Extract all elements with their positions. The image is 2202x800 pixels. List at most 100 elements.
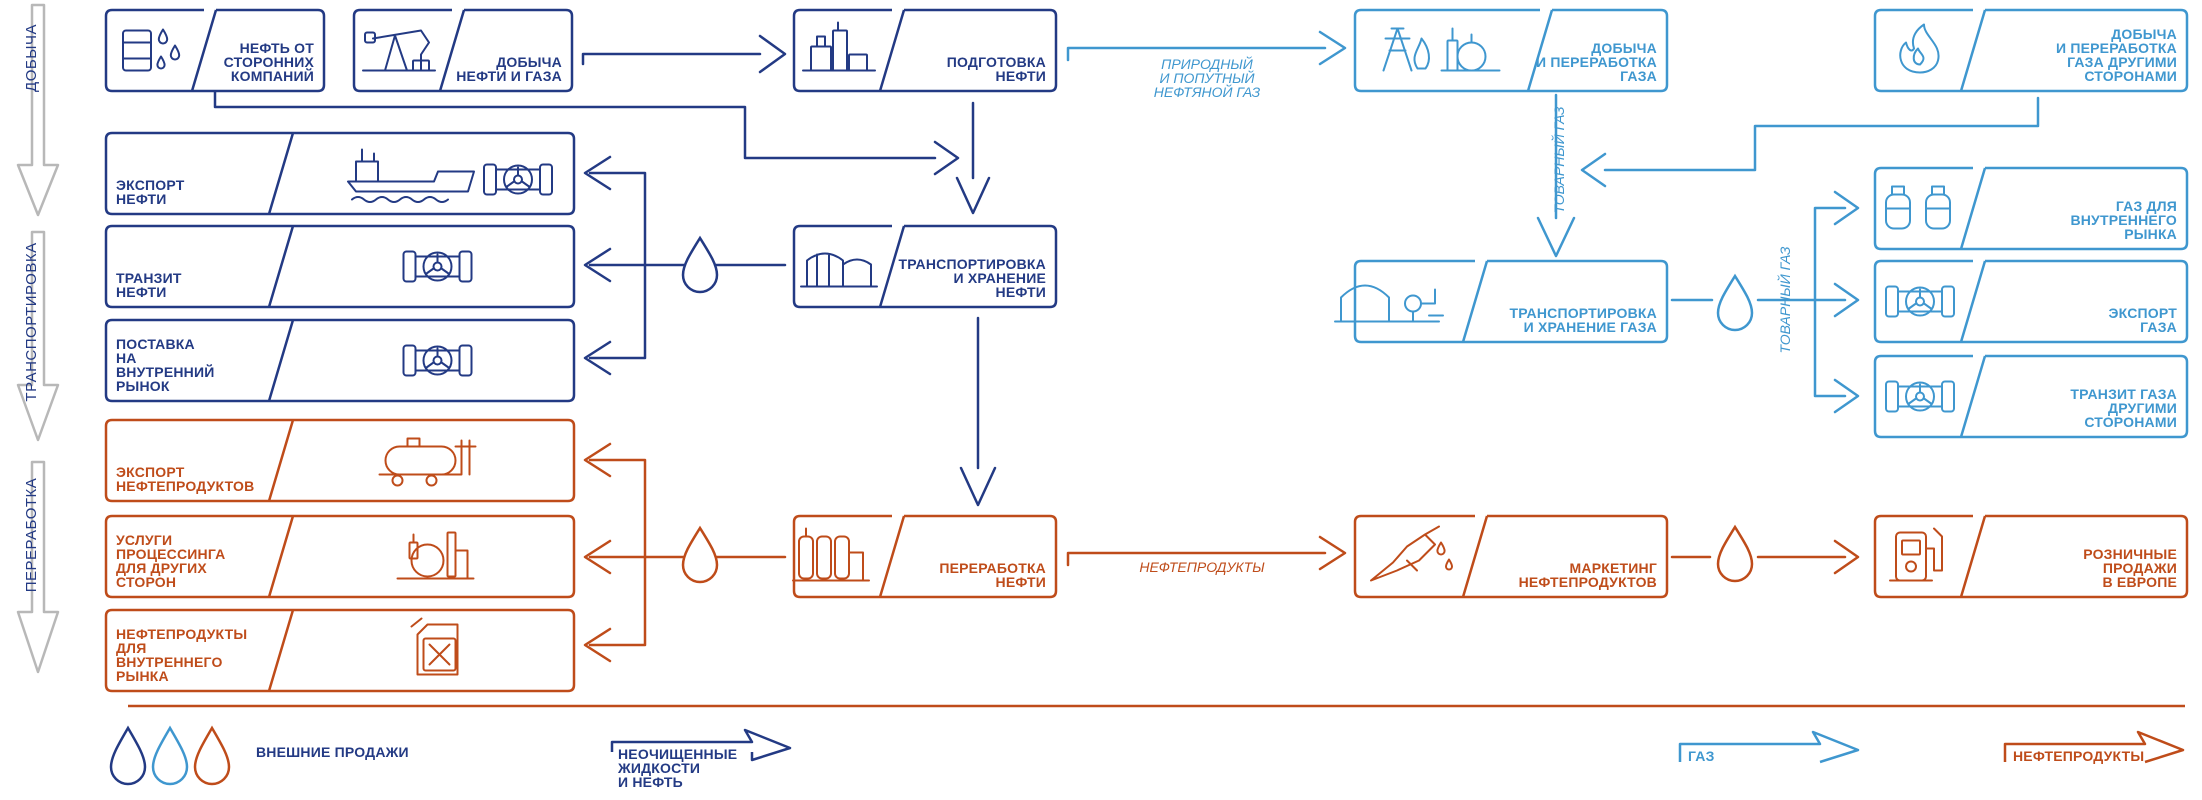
oil-barrel-icon: [122, 28, 181, 72]
node-frame: [1353, 514, 1669, 599]
node-label-line: ГАЗА: [2140, 319, 2177, 335]
oil-plant-icon: [802, 21, 876, 72]
node-label-line: ГАЗА: [1620, 68, 1657, 84]
node-label-line: РЫНКА: [116, 668, 169, 684]
node-frame: [1353, 8, 1669, 93]
tanker-ship-icon: [347, 148, 553, 203]
node-label-line: ЭКСПОРТ: [116, 464, 185, 480]
flow-label-associated-gas-2: И ПОПУТНЫЙ: [1159, 69, 1255, 86]
legend-gas: ГАЗ: [1688, 748, 1715, 764]
node-label-line: ВНУТРЕННЕГО: [2070, 212, 2177, 228]
arrowhead-oil-transit: [583, 247, 612, 283]
legend-arrow-crude: [610, 728, 792, 762]
rail-tank-icon: [378, 437, 477, 487]
node-frame: [1873, 166, 2189, 251]
legend-crude-line1: НЕОЧИЩЕННЫЕ: [618, 746, 737, 762]
fuel-nozzle-icon: [1370, 525, 1453, 582]
node-label-line: ГАЗА ДРУГИМИ: [2067, 54, 2177, 70]
node-label-line: ГАЗ ДЛЯ: [2116, 198, 2177, 214]
drop-icon-products: [681, 525, 719, 584]
node-label-line: РЫНКА: [2124, 226, 2177, 242]
node-label-line: НЕФТИ: [996, 284, 1046, 300]
flow-label-commercial-gas-2: ТОВАРНЫЙ ГАЗ: [1776, 246, 1793, 353]
node-label-line: УСЛУГИ: [116, 532, 172, 548]
node-frame: [1873, 354, 2189, 439]
stage-label-processing: ПЕРЕРАБОТКА: [23, 478, 40, 593]
node-label-line: НЕФТИ: [996, 68, 1046, 84]
stage-arrow-extraction: [16, 3, 60, 217]
pipe-valve-icon: [1885, 380, 1955, 413]
pipe-valve-icon: [402, 250, 473, 283]
node-label-line: ПРОДАЖИ: [2103, 560, 2177, 576]
legend-products: НЕФТЕПРОДУКТЫ: [2013, 748, 2144, 764]
node-frame: [792, 8, 1058, 93]
arrowhead-processing-services: [583, 539, 612, 575]
arrowhead-gas-transit: [1833, 378, 1860, 414]
node-label-line: НА: [116, 350, 137, 366]
node-label-line: НЕФТИ И ГАЗА: [456, 68, 562, 84]
legend-arrow-products: [2003, 730, 2185, 764]
node-frame: [1873, 514, 2189, 599]
node-frame: [104, 131, 576, 216]
node-label-line: ПРОЦЕССИНГА: [116, 546, 225, 562]
node-frame: [104, 318, 576, 403]
legend-crude-line2: ЖИДКОСТИ: [617, 760, 700, 776]
arrowhead-thirdparty-transport: [933, 140, 960, 176]
node-frame: [352, 8, 574, 93]
flow-label-oil-products: НЕФТЕПРОДУКТЫ: [1139, 559, 1265, 575]
drop-icon-marketing: [1716, 524, 1754, 583]
gas-cylinders-icon: [1885, 185, 1951, 230]
legend-drop-oil-icon: [109, 725, 147, 786]
node-label-line: СТОРОНАМИ: [2084, 414, 2177, 430]
connector-thirdparty-transport: [213, 90, 937, 160]
arrowhead-oil-export: [583, 155, 612, 191]
node-label-line: И ХРАНЕНИЕ: [954, 270, 1046, 286]
legend-crude-line3: И НЕФТЬ: [618, 774, 683, 790]
connector-production-preparation: [581, 52, 762, 66]
flow-label-associated-gas-3: НЕФТЯНОЙ ГАЗ: [1154, 83, 1261, 100]
gas-rig-icon: [1382, 27, 1501, 72]
stage-arrow-processing: [16, 460, 60, 674]
node-label-line: НЕФТЕПРОДУКТОВ: [116, 478, 254, 494]
arrowhead-refining-down: [959, 466, 997, 507]
node-frame: [104, 418, 576, 503]
node-label-line: ВНУТРЕННИЙ: [116, 363, 215, 380]
node-label-line: СТОРОНАМИ: [2084, 68, 2177, 84]
node-label-line: ДЛЯ ДРУГИХ: [116, 560, 207, 576]
node-label-line: ДРУГИМИ: [2108, 400, 2177, 416]
connector-gas-distribution: [1670, 206, 1847, 398]
node-label-line: РЫНОК: [116, 378, 170, 394]
arrowhead-preparation: [758, 34, 787, 74]
arrowhead-gas-production: [1318, 30, 1347, 66]
flame-icon: [1899, 23, 1940, 74]
arrowhead-other-parties: [1580, 152, 1607, 188]
node-label-line: ПОСТАВКА: [116, 336, 195, 352]
node-label-line: ПЕРЕРАБОТКА: [939, 560, 1046, 576]
node-label-line: СТОРОННИХ: [224, 54, 315, 70]
node-label-line: РОЗНИЧНЫЕ: [2083, 546, 2177, 562]
arrowhead-oil-domestic: [583, 340, 612, 376]
node-label-line: НЕФТЬ ОТ: [240, 40, 315, 56]
node-label-line: ДЛЯ: [116, 640, 146, 656]
node-label-line: НЕФТЕПРОДУКТЫ: [116, 626, 247, 642]
connector-preparation-gas: [1066, 46, 1327, 62]
node-frame: [792, 224, 1058, 309]
legend-external-sales: ВНЕШНИЕ ПРОДАЖИ: [256, 744, 409, 760]
node-label-line: И ПЕРЕРАБОТКА: [2056, 40, 2177, 56]
legend-drop-product-icon: [193, 725, 231, 786]
pipe-valve-icon: [1885, 285, 1955, 318]
stage-label-extraction: ДОБЫЧА: [23, 24, 40, 92]
node-label-line: ДОБЫЧА: [2111, 26, 2177, 42]
